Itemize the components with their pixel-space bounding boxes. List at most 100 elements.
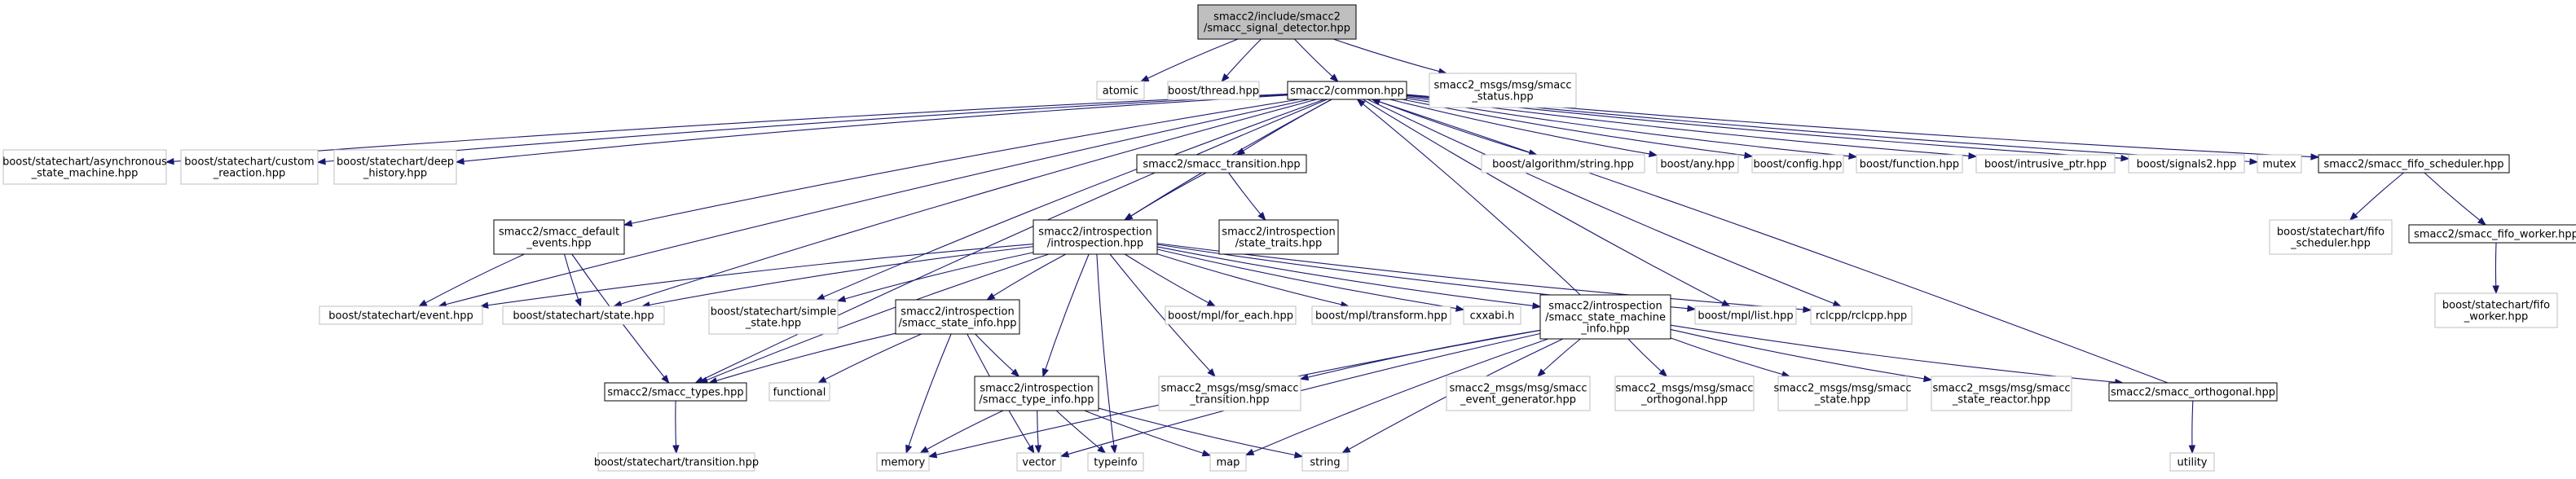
edge-common-to-function: [1406, 97, 1858, 160]
node-msg_orth[interactable]: smacc2_msgs/msg/smacc_orthogonal.hpp: [1614, 376, 1755, 411]
edge-root-to-thread: [1221, 38, 1262, 83]
node-atomic[interactable]: atomic: [1096, 81, 1145, 100]
node-label: typeinfo: [1094, 457, 1137, 469]
node-label: smacc2/introspection: [900, 306, 1014, 319]
node-msg_state[interactable]: smacc2_msgs/msg/smacc_state.hpp: [1773, 376, 1912, 411]
node-mutex[interactable]: mutex: [2257, 154, 2302, 174]
node-label: /state_traits.hpp: [1235, 238, 1323, 250]
node-string[interactable]: string: [1301, 452, 1349, 472]
edge-common-to-async: [165, 93, 1288, 165]
node-introspection[interactable]: smacc2/introspection/introspection.hpp: [1033, 219, 1158, 255]
node-label: smacc2/smacc_transition.hpp: [1143, 159, 1300, 171]
node-label: smacc2/smacc_default: [499, 226, 619, 239]
node-label: smacc2_msgs/msg/smacc: [1449, 383, 1587, 395]
node-memory[interactable]: memory: [876, 452, 930, 472]
node-types[interactable]: smacc2/smacc_types.hpp: [604, 382, 747, 402]
node-state_traits[interactable]: smacc2/introspection/state_traits.hpp: [1218, 219, 1339, 255]
node-functional[interactable]: functional: [768, 382, 830, 402]
node-msg_reactor[interactable]: smacc2_msgs/msg/smacc_state_reactor.hpp: [1931, 376, 2072, 411]
node-async[interactable]: boost/statechart/asynchronous_state_mach…: [2, 149, 167, 185]
edge-introspection-to-state_info: [986, 253, 1067, 301]
node-label: memory: [881, 457, 926, 469]
edge-type_info-to-memory: [919, 410, 1004, 454]
edge-sm_info-to-map: [1244, 338, 1548, 456]
node-label: boost/any.hpp: [1660, 159, 1734, 171]
node-box: [895, 299, 1020, 335]
node-utility[interactable]: utility: [2169, 452, 2215, 472]
node-root[interactable]: smacc2/include/smacc2/smacc_signal_detec…: [1197, 4, 1357, 40]
node-box: [2257, 154, 2302, 174]
node-label: /smacc_signal_detector.hpp: [1204, 23, 1350, 35]
node-default_events[interactable]: smacc2/smacc_default_events.hpp: [493, 219, 625, 255]
node-label: smacc2/smacc_fifo_worker.hpp: [2414, 229, 2576, 241]
node-simple_state[interactable]: boost/statechart/simple_state.hpp: [708, 299, 839, 335]
node-map[interactable]: map: [1209, 452, 1247, 472]
node-box: [2128, 154, 2245, 174]
node-orthogonal[interactable]: smacc2/smacc_orthogonal.hpp: [2108, 382, 2278, 402]
node-label: smacc2/smacc_fifo_scheduler.hpp: [2323, 159, 2503, 171]
node-box: [2, 149, 167, 185]
node-label: cxxabi.h: [1470, 310, 1515, 323]
node-for_each[interactable]: boost/mpl/for_each.hpp: [1165, 305, 1297, 325]
node-box: [2408, 224, 2576, 244]
node-intrusive[interactable]: boost/intrusive_ptr.hpp: [1975, 154, 2116, 174]
edge-introspection-to-type_info: [1041, 253, 1090, 378]
node-label: boost/intrusive_ptr.hpp: [1984, 159, 2107, 171]
node-msg_status[interactable]: smacc2_msgs/msg/smacc_status.hpp: [1429, 73, 1577, 108]
node-box: [1016, 452, 1062, 472]
node-transition[interactable]: smacc2/smacc_transition.hpp: [1136, 154, 1307, 174]
node-box: [1614, 376, 1755, 411]
node-box: [1656, 154, 1739, 174]
node-cxxabi[interactable]: cxxabi.h: [1463, 305, 1521, 325]
node-label: boost/statechart/fifo: [2277, 226, 2384, 239]
node-box: [1136, 154, 1307, 174]
node-label: smacc2/introspection: [980, 383, 1093, 395]
node-label: _transition.hpp: [1189, 394, 1269, 406]
node-label: smacc2/smacc_orthogonal.hpp: [2111, 387, 2275, 399]
node-fifo_sched[interactable]: smacc2/smacc_fifo_scheduler.hpp: [2318, 154, 2510, 174]
node-mpl_list[interactable]: boost/mpl/list.hpp: [1694, 305, 1797, 325]
node-function[interactable]: boost/function.hpp: [1856, 154, 1963, 174]
node-msg_transition[interactable]: smacc2_msgs/msg/smacc_transition.hpp: [1158, 376, 1301, 411]
node-box: [1287, 81, 1407, 100]
edge-root-to-msg_status: [1333, 38, 1448, 75]
node-typeinfo[interactable]: typeinfo: [1087, 452, 1144, 472]
edge-orthogonal-to-utility: [2188, 400, 2196, 455]
node-rclcpp[interactable]: rclcpp/rclcpp.hpp: [1810, 305, 1913, 325]
node-algo[interactable]: boost/algorithm/string.hpp: [1481, 154, 1645, 174]
node-box: [1301, 452, 1349, 472]
edge-introspection-to-cxxabi: [1156, 248, 1465, 312]
node-label: smacc2/introspection: [1548, 301, 1662, 313]
node-signals2[interactable]: boost/signals2.hpp: [2128, 154, 2245, 174]
node-box: [1931, 376, 2072, 411]
node-msg_evgen[interactable]: smacc2_msgs/msg/smacc_event_generator.hp…: [1446, 376, 1591, 411]
node-box: [2434, 292, 2558, 328]
node-state[interactable]: boost/statechart/state.hpp: [502, 305, 665, 325]
node-state_info[interactable]: smacc2/introspection/smacc_state_info.hp…: [895, 299, 1020, 335]
node-vector[interactable]: vector: [1016, 452, 1062, 472]
node-fifo_worker[interactable]: smacc2/smacc_fifo_worker.hpp: [2408, 224, 2576, 244]
node-label: /smacc_state_info.hpp: [898, 318, 1016, 330]
node-any[interactable]: boost/any.hpp: [1656, 154, 1739, 174]
node-type_info[interactable]: smacc2/introspection/smacc_type_info.hpp: [974, 376, 1099, 411]
node-sc_fifo_worker[interactable]: boost/statechart/fifo_worker.hpp: [2434, 292, 2558, 328]
node-sc_fifo_sched[interactable]: boost/statechart/fifo_scheduler.hpp: [2269, 219, 2393, 255]
edge-sm_info-to-msg_state: [1670, 337, 1791, 378]
node-custom[interactable]: boost/statechart/custom_reaction.hpp: [180, 149, 319, 185]
node-deep[interactable]: boost/statechart/deep_history.hpp: [333, 149, 457, 185]
node-box: [1167, 81, 1260, 100]
edge-state_info-to-type_info: [975, 333, 1020, 377]
node-mpl_transform[interactable]: boost/mpl/transform.hpp: [1311, 305, 1451, 325]
node-sm_info[interactable]: smacc2/introspection/smacc_state_machine…: [1539, 294, 1671, 340]
node-box: [1218, 219, 1339, 255]
node-thread[interactable]: boost/thread.hpp: [1167, 81, 1260, 100]
node-label: smacc2/introspection: [1038, 226, 1151, 239]
node-box: [974, 376, 1099, 411]
node-config[interactable]: boost/config.hpp: [1751, 154, 1844, 174]
node-label: smacc2/smacc_types.hpp: [607, 387, 743, 399]
node-common[interactable]: smacc2/common.hpp: [1287, 81, 1407, 100]
edge-type_info-to-typeinfo: [1055, 410, 1107, 454]
node-event[interactable]: boost/statechart/event.hpp: [319, 305, 483, 325]
node-sc_transition[interactable]: boost/statechart/transition.hpp: [594, 452, 759, 472]
edge-sm_info-to-msg_evgen: [1536, 338, 1581, 377]
